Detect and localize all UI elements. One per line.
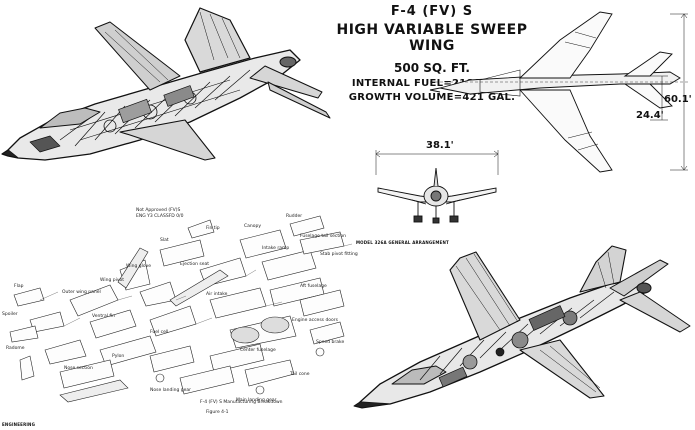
part-label: Fin tip bbox=[206, 226, 220, 231]
sheet-header-1: Not Approved (FV)S bbox=[136, 208, 181, 213]
part-label: Center fuselage bbox=[240, 348, 276, 353]
part-label: Fuselage tail section bbox=[300, 234, 347, 239]
title-block: F-4 (FV) S HIGH VARIABLE SWEEP WING 500 … bbox=[332, 4, 532, 103]
part-label: Nose landing gear bbox=[150, 388, 192, 393]
part-label: Air intake bbox=[206, 292, 228, 297]
part-label: Flap bbox=[14, 284, 24, 289]
part-label: Rudder bbox=[286, 214, 303, 219]
part-label: Ventral fin bbox=[92, 314, 116, 319]
span-dimension: 38.1' bbox=[426, 140, 454, 151]
part-label: Wing pivot bbox=[100, 278, 125, 283]
part-label: Aft fuselage bbox=[300, 284, 327, 289]
part-label: Tail cone bbox=[290, 372, 310, 377]
part-label: Radome bbox=[6, 346, 25, 351]
part-label: Stab pivot fitting bbox=[320, 252, 358, 257]
growth-volume-label: GROWTH VOLUME=421 GAL. bbox=[348, 92, 516, 103]
internal-fuel-label: INTERNAL FUEL=2180 GAL. bbox=[351, 78, 513, 89]
wing-type-title: HIGH VARIABLE SWEEP WING bbox=[336, 22, 528, 54]
breakdown-caption: F-4 (FV) S Manufacturing Breakdown bbox=[200, 400, 283, 405]
height-dimension: 24.4' bbox=[636, 110, 664, 121]
part-label: Ejection seat bbox=[180, 262, 210, 267]
part-label: Fuel cell bbox=[150, 330, 169, 335]
part-label: Outer wing panel bbox=[62, 290, 101, 295]
designation-title: F-4 (FV) S bbox=[390, 4, 474, 19]
figure-caption: Figure 4-1 bbox=[206, 410, 229, 415]
arrangement-caption: MODEL 326A GENERAL ARRANGEMENT bbox=[356, 240, 449, 245]
part-label: Slat bbox=[160, 238, 169, 243]
part-label: Pylon bbox=[112, 354, 125, 359]
part-label: Speed brake bbox=[316, 340, 345, 345]
part-label: Nose section bbox=[64, 366, 93, 371]
sheet-header-2: ENG Y3 CLASSFD 0/0 bbox=[136, 214, 184, 219]
part-label: Main landing gear bbox=[236, 398, 277, 403]
part-label: Intake ramp bbox=[262, 246, 290, 251]
part-label: Wing glove bbox=[126, 264, 152, 269]
part-label: Spoiler bbox=[2, 312, 18, 317]
part-label: Canopy bbox=[244, 224, 262, 229]
wing-area-label: 500 SQ. FT. bbox=[394, 61, 470, 75]
part-label: Engine access doors bbox=[292, 318, 339, 323]
length-dimension: 60.1' bbox=[664, 94, 692, 105]
corner-caption: ENGINEERING bbox=[2, 422, 36, 427]
